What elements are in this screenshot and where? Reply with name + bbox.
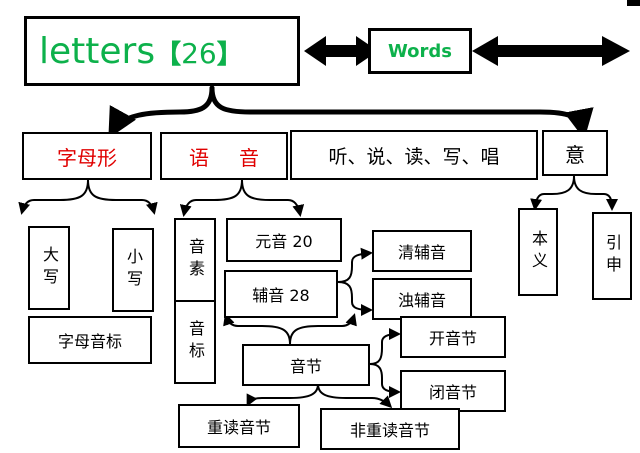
lowercase-label: 小写 (124, 248, 143, 292)
meaning-box: 意 (542, 130, 608, 176)
syllable-stress-brace (246, 383, 393, 409)
double-arrow-words-right (472, 36, 630, 66)
meaning-brace (530, 175, 618, 211)
unstressed-syllable-box: 非重读音节 (320, 408, 460, 450)
sound-label-a: 语 (189, 145, 209, 170)
letters-bracket-open: 【 (155, 39, 182, 70)
letters-title: letters【26】 (39, 31, 243, 72)
voiced-label: 浊辅音 (397, 291, 446, 310)
meaning-label: 意 (565, 142, 585, 167)
words-label: Words (387, 40, 453, 62)
literal-meaning-box: 本义 (518, 208, 558, 296)
letters-bracket-close: 】 (216, 39, 243, 70)
double-arrow-letters-words (304, 36, 378, 66)
letters-word: letters (39, 30, 156, 72)
form-brace (18, 179, 158, 215)
extended-meaning-label: 引申 (603, 234, 622, 278)
voiced-box: 浊辅音 (372, 278, 472, 320)
unstressed-syllable-label: 非重读音节 (349, 421, 430, 440)
phonetic-symbol-box: 音标 (174, 300, 216, 384)
open-syllable-label: 开音节 (428, 329, 477, 348)
form-label: 字母形 (57, 145, 117, 170)
syllable-box: 音节 (242, 344, 370, 386)
lowercase-box: 小写 (112, 228, 154, 312)
syllable-up-brace (223, 313, 357, 345)
voiceless-label: 清辅音 (397, 243, 446, 262)
syllable-open-closed-brace (369, 328, 401, 398)
literal-meaning-label: 本义 (529, 230, 548, 274)
letters-count: 26 (181, 36, 217, 70)
syllable-label: 音节 (289, 357, 322, 376)
vowels-box: 元音 20 (226, 218, 342, 262)
closed-syllable-label: 闭音节 (428, 383, 477, 402)
letter-phonetic-box: 字母音标 (28, 316, 152, 364)
voiceless-box: 清辅音 (372, 230, 472, 272)
root-brace (108, 85, 594, 140)
stressed-syllable-box: 重读音节 (178, 404, 300, 448)
letter-phonetic-label: 字母音标 (57, 332, 122, 351)
skills-label: 听、说、读、写、唱 (328, 145, 500, 168)
sound-label-b: 音 (239, 145, 259, 170)
phoneme-label: 音素 (186, 238, 205, 282)
phoneme-box: 音素 (174, 218, 216, 302)
phonetic-symbol-label: 音标 (186, 320, 205, 364)
sound-label: 语音 (189, 142, 259, 171)
sound-box: 语音 (160, 132, 288, 180)
sound-brace (179, 179, 305, 217)
letters-box: letters【26】 (24, 16, 300, 86)
skills-box: 听、说、读、写、唱 (290, 130, 538, 180)
uppercase-box: 大写 (28, 226, 70, 310)
form-box: 字母形 (22, 132, 152, 180)
corner-mark (627, 0, 640, 6)
consonants-label: 辅音 28 (252, 286, 310, 305)
vowels-label: 元音 20 (255, 232, 313, 251)
uppercase-label: 大写 (40, 246, 59, 290)
extended-meaning-box: 引申 (592, 212, 632, 300)
stressed-syllable-label: 重读音节 (206, 418, 271, 437)
closed-syllable-box: 闭音节 (400, 370, 506, 412)
words-box: Words (368, 28, 472, 74)
open-syllable-box: 开音节 (400, 316, 506, 358)
consonants-box: 辅音 28 (224, 270, 338, 318)
consonant-brace (337, 247, 373, 316)
